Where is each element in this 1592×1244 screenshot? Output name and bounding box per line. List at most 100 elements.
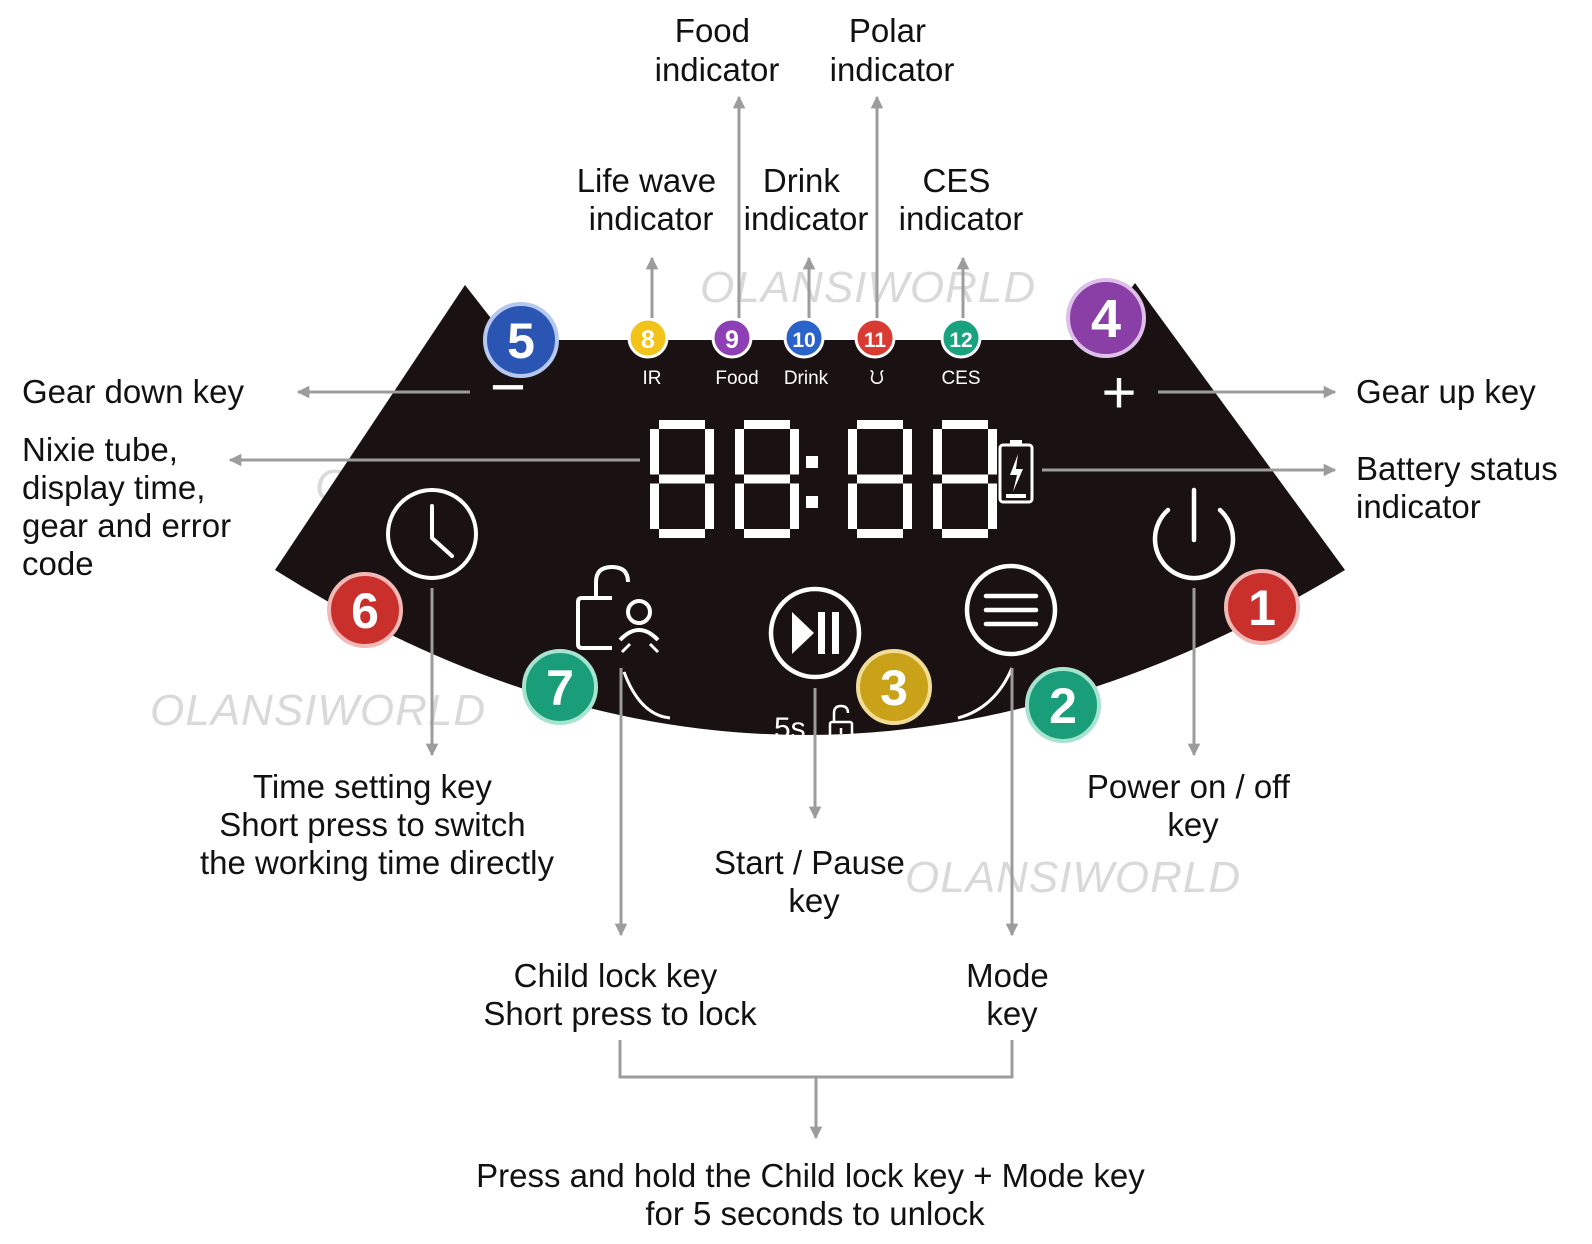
badge-number: 2 [1049, 678, 1077, 734]
label-ces-indicator: CES indicator [899, 162, 1024, 237]
unlock-hint: 5s [774, 712, 806, 745]
badge-number: 6 [351, 583, 379, 639]
display-segment [848, 483, 857, 529]
indicator-number: 10 [792, 329, 815, 352]
display-colon-dot [806, 456, 818, 468]
indicator-number: 11 [864, 329, 887, 352]
indicator-polar: 11 ᙀ [854, 317, 896, 389]
label-mode-key: Mode key [966, 957, 1058, 1032]
indicator-label: Drink [784, 368, 829, 389]
display-segment [848, 429, 857, 475]
display-segment [650, 483, 659, 529]
display-segment [705, 429, 714, 475]
callout-labels: Food indicator Polar indicator Life wave… [22, 12, 1567, 1232]
gear-up-symbol[interactable]: + [1101, 359, 1136, 426]
display-segment [857, 420, 903, 429]
label-time-setting-key: Time setting key Short press to switch t… [200, 768, 554, 881]
display-segment [790, 429, 799, 475]
indicator-label: IR [643, 368, 662, 389]
label-food-indicator: Food indicator [655, 12, 780, 88]
display-segment [857, 529, 903, 538]
display-segment [903, 429, 912, 475]
power-icon [1152, 487, 1236, 581]
battery-icon [998, 440, 1034, 504]
callout-arrows [228, 95, 1337, 1140]
label-start-pause-key: Start / Pause key [714, 844, 914, 919]
badge-3: 3 [856, 649, 932, 725]
clock-icon [386, 488, 478, 580]
badge-number: 3 [880, 660, 908, 716]
display-segment [744, 420, 790, 429]
menu-icon [964, 563, 1058, 657]
unlock-icon [828, 704, 854, 742]
label-gear-down-key: Gear down key [22, 373, 244, 410]
indicator-number: 9 [725, 326, 739, 354]
display-segment [903, 483, 912, 529]
time-setting-key[interactable] [386, 488, 478, 580]
badge-number: 5 [507, 313, 535, 369]
display-segment [942, 529, 988, 538]
badge-1: 1 [1224, 569, 1300, 645]
indicator-number: 8 [641, 326, 655, 354]
play-pause-icon [768, 586, 862, 680]
display-segment [659, 420, 705, 429]
badge-7: 7 [522, 649, 598, 725]
start-pause-key[interactable]: 5s [768, 586, 862, 745]
label-battery-status: Battery status indicator [1356, 450, 1567, 525]
watermark: OLANSIWORLD [905, 853, 1241, 902]
display-segment [744, 474, 790, 484]
display-segment [659, 474, 705, 484]
nixie-tube-display [650, 420, 997, 538]
indicator-label: Food [715, 368, 758, 389]
label-polar-indicator: Polar indicator [830, 12, 955, 88]
badge-2: 2 [1025, 667, 1101, 743]
badge-5: 5 [483, 302, 559, 378]
display-segment [650, 429, 659, 475]
display-segment [933, 483, 942, 529]
numbered-badges: 1 2 3 4 5 6 7 [327, 278, 1300, 743]
label-unlock-note: Press and hold the Child lock key + Mode… [476, 1157, 1154, 1232]
indicator-ir: 8 IR [627, 317, 669, 389]
badge-4: 4 [1066, 278, 1146, 358]
label-nixie-tube: Nixie tube, display time, gear and error… [22, 431, 240, 582]
badge-6: 6 [327, 572, 403, 648]
magnet-icon: ᙀ [870, 368, 885, 389]
indicator-food: 9 Food [711, 317, 759, 389]
display-segment [988, 429, 997, 475]
child-lock-arc [622, 671, 671, 720]
child-lock-icon [576, 564, 660, 654]
label-power-key: Power on / off key [1087, 768, 1299, 843]
bracket-unlock [618, 1040, 1014, 1079]
display-segment [735, 429, 744, 475]
display-segment [942, 420, 988, 429]
mode-arc [957, 667, 1014, 720]
child-lock-key[interactable] [576, 564, 671, 720]
display-segment [988, 483, 997, 529]
display-segment [942, 474, 988, 484]
display-segment [659, 529, 705, 538]
mode-key[interactable] [957, 563, 1058, 720]
indicator-number: 12 [949, 329, 972, 352]
badge-number: 4 [1091, 289, 1121, 349]
display-segment [705, 483, 714, 529]
label-drink-indicator: Drink indicator [744, 162, 869, 237]
control-panel [275, 283, 1345, 735]
display-segment [857, 474, 903, 484]
display-colon-dot [806, 496, 818, 508]
indicator-row: 8 IR 9 Food 10 Drink 11 ᙀ 12 CES [627, 317, 982, 389]
indicator-ces: 12 CES [940, 317, 982, 389]
watermark: OLANSIWORLD [700, 263, 1036, 312]
badge-number: 1 [1248, 580, 1276, 636]
label-child-lock-key: Child lock key Short press to lock [483, 957, 757, 1032]
display-segment [933, 429, 942, 475]
display-segment [790, 483, 799, 529]
label-gear-up-key: Gear up key [1356, 373, 1536, 410]
label-life-wave-indicator: Life wave indicator [577, 162, 726, 237]
power-key[interactable] [1152, 487, 1236, 581]
badge-number: 7 [546, 660, 574, 716]
display-segment [735, 483, 744, 529]
watermark: OLANSIWORLD [150, 686, 486, 735]
display-segment [744, 529, 790, 538]
indicator-drink: 10 Drink [783, 317, 829, 389]
